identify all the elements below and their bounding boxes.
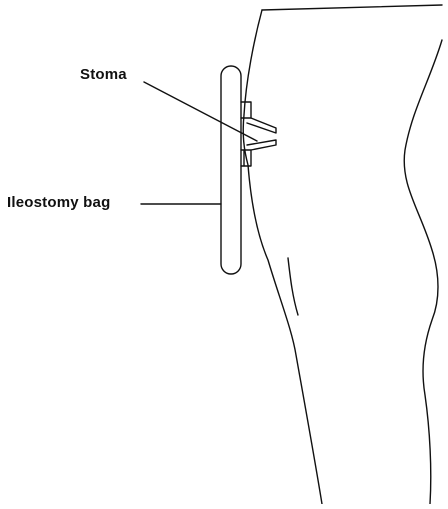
stoma-lower-lip — [247, 140, 276, 150]
body-back-contour — [404, 40, 442, 504]
ileostomy-bag-label: Ileostomy bag — [7, 194, 110, 211]
stoma-leader-line — [144, 82, 257, 141]
thigh-crease — [288, 258, 298, 315]
stoma-upper-lip — [247, 118, 276, 133]
ileostomy-bag — [221, 66, 241, 274]
stoma-label: Stoma — [80, 66, 127, 83]
body-back-contour-upper — [262, 5, 442, 10]
body-front-contour — [243, 10, 322, 504]
stoma-flange-upper — [241, 102, 251, 118]
